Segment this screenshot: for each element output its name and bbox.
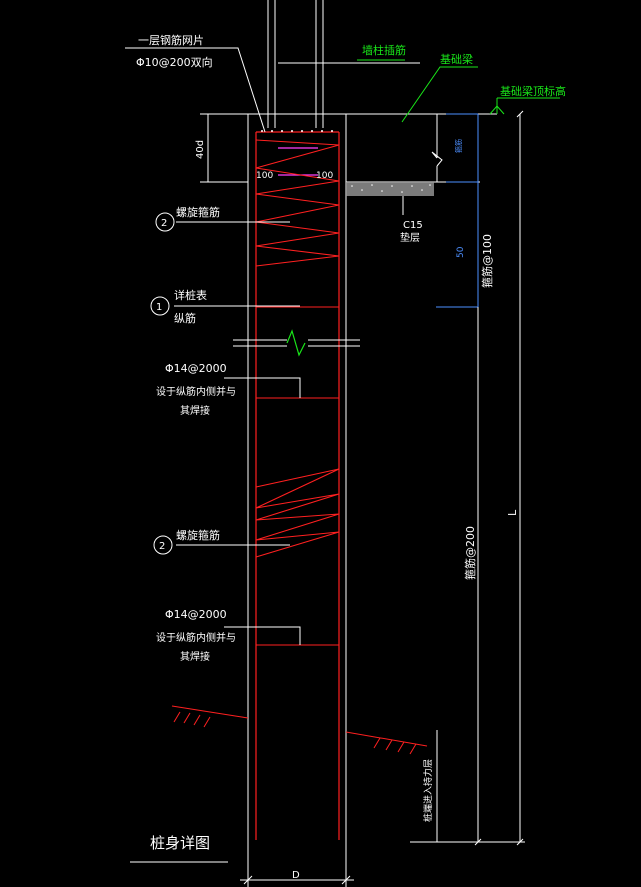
leader-lines <box>125 47 404 645</box>
phi14-note-top-1: 设于纵筋内侧并与 <box>156 385 236 398</box>
phi14-note-bottom-1: 设于纵筋内侧并与 <box>156 631 236 644</box>
spiral-stirrups-middle <box>255 468 340 558</box>
callout-number-1: 1 <box>156 302 162 313</box>
callout-circles <box>150 212 175 555</box>
callout-number-2-top: 2 <box>161 218 167 229</box>
callout-number-2-middle: 2 <box>159 541 165 552</box>
dim-100-right: 100 <box>316 171 333 181</box>
phi14-label-top: Φ14@2000 <box>165 362 227 375</box>
c15-label-2: 垫层 <box>400 231 420 244</box>
callout-circle-2-top <box>155 212 175 232</box>
c15-label: C15 <box>403 220 423 231</box>
dim-l-label: L <box>506 509 519 516</box>
dim-50-label: 50 <box>456 246 466 258</box>
column-dowels <box>267 0 420 128</box>
drawing-title: 桩身详图 <box>150 834 210 852</box>
dim-40d: 40d <box>195 140 206 159</box>
ground-lines <box>171 705 428 755</box>
stirrup-200-label: 箍筋@200 <box>463 526 477 580</box>
phi14-note-top-2: 其焊接 <box>180 404 210 417</box>
beam-label: 基础梁 <box>440 52 473 66</box>
c15-blinding-hatch <box>346 182 434 196</box>
longitudinal-bars <box>255 131 340 840</box>
mesh-dots <box>261 130 333 132</box>
spiral-stirrup-label-middle: 螺旋箍筋 <box>176 528 220 542</box>
dim-blue-small: 箍筋 <box>454 139 463 153</box>
pile-table-label: 详桩表 <box>174 288 207 302</box>
dowel-label: 墙柱插筋 <box>362 43 406 57</box>
dim-d-label: D <box>292 870 300 881</box>
mesh-label-line1: 一层钢筋网片 <box>138 33 204 47</box>
phi14-label-bottom: Φ14@2000 <box>165 608 227 621</box>
spiral-stirrups-top <box>255 139 340 267</box>
longitudinal-bar-label: 纵筋 <box>174 311 196 325</box>
c15-hatch-dots <box>351 184 431 193</box>
mesh-label-line2: Φ10@200双向 <box>136 55 213 69</box>
break-line <box>233 329 360 357</box>
callout-circle-2-middle <box>153 535 173 555</box>
beam-top-label: 基础梁顶标高 <box>500 84 566 98</box>
dimension-chain-blue <box>436 113 479 308</box>
green-leaders <box>357 59 560 123</box>
phi14-note-bottom-2: 其焊接 <box>180 650 210 663</box>
dim-100-left: 100 <box>256 171 273 181</box>
pile-tip-note: 桩端进入持力层 <box>422 759 434 822</box>
pile-outline <box>200 113 497 887</box>
stirrup-100-label: 箍筋@100 <box>480 234 494 288</box>
dimension-chain-white <box>410 110 525 846</box>
callout-circle-1 <box>150 296 170 316</box>
ring-stirrups <box>256 306 339 646</box>
spiral-stirrup-label-top: 螺旋箍筋 <box>176 205 220 219</box>
